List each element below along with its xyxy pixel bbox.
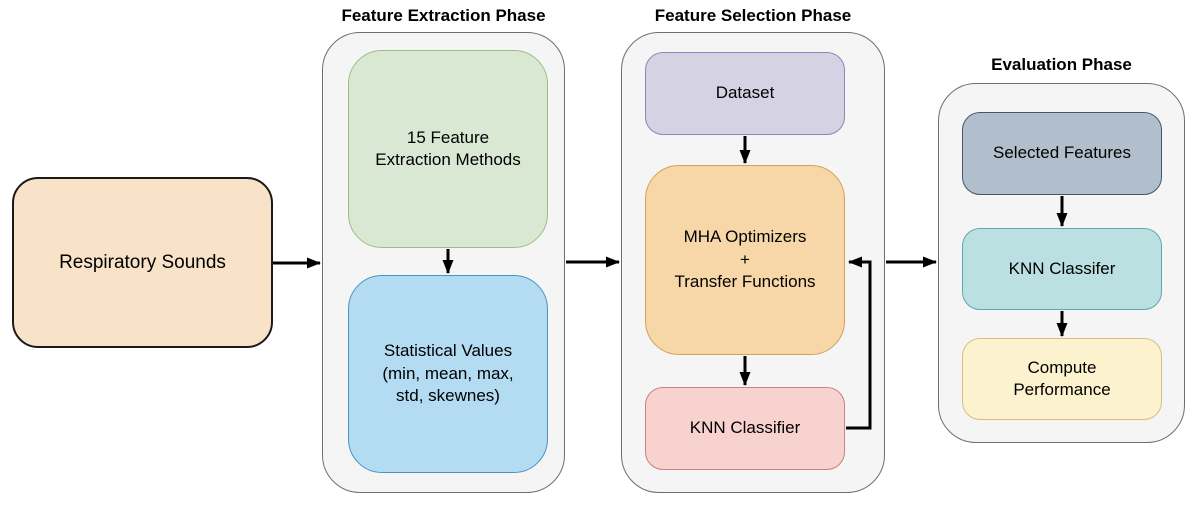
dataset-node: Dataset <box>645 52 845 135</box>
mha-optimizers-node: MHA Optimizers + Transfer Functions <box>645 165 845 355</box>
knn-classifier-selection-node: KNN Classifier <box>645 387 845 470</box>
compute-performance-node: Compute Performance <box>962 338 1162 420</box>
evaluation-phase-title: Evaluation Phase <box>991 55 1132 74</box>
feature-methods-node: 15 Feature Extraction Methods <box>348 50 548 248</box>
feature-extraction-phase-title: Feature Extraction Phase <box>341 6 546 25</box>
feature-selection-phase-title: Feature Selection Phase <box>654 6 852 25</box>
knn-classifer-evaluation-node: KNN Classifer <box>962 228 1162 310</box>
respiratory-sounds-node: Respiratory Sounds <box>12 177 273 348</box>
statistical-values-node: Statistical Values (min, mean, max, std,… <box>348 275 548 473</box>
selected-features-node: Selected Features <box>962 112 1162 195</box>
